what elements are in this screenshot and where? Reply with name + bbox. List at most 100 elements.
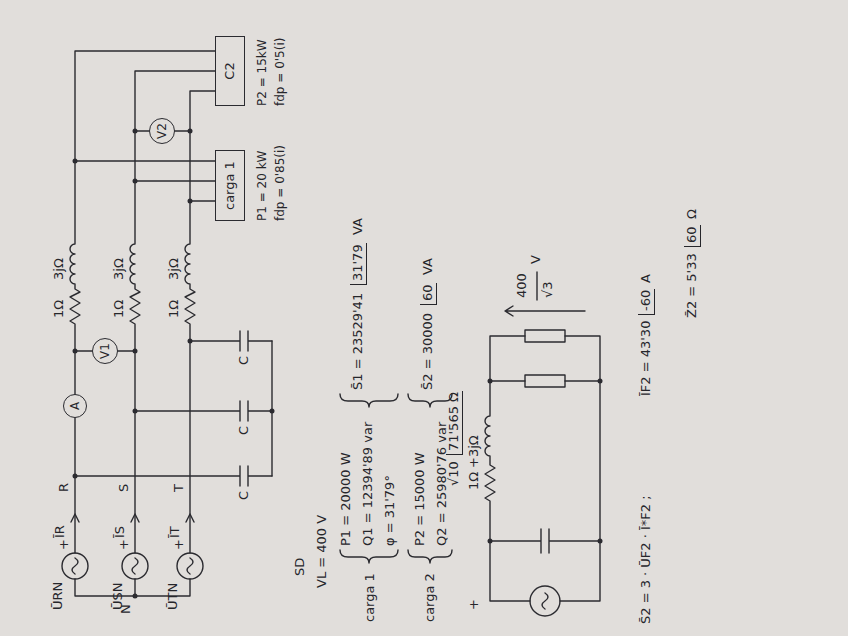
load-rating: fdp = 0'5(i)	[271, 36, 289, 106]
equivalent-circuit	[505, 306, 585, 316]
load-box: C2P2 = 15kWfdp = 0'5(i)	[215, 36, 289, 106]
meter-label: A	[68, 402, 82, 410]
handwritten-note: SD	[292, 558, 308, 576]
handwritten-note: +	[466, 599, 482, 610]
equivalent-circuit	[488, 379, 493, 384]
equivalent-circuit	[485, 336, 530, 601]
load-rating: fdp = 0'85(i)	[271, 145, 289, 221]
handwritten-note: ŪTN	[165, 583, 181, 610]
junction-dot	[133, 409, 138, 414]
junction-dot	[73, 474, 78, 479]
handwritten-note: N	[118, 604, 134, 614]
handwritten-note: VL = 400 V	[314, 515, 330, 588]
load-wire	[75, 161, 215, 201]
equivalent-circuit	[598, 379, 603, 384]
load-box: carga 1 P1 = 20 kWfdp = 0'85(i)	[215, 145, 289, 221]
handwritten-note: 3jΩ	[51, 258, 67, 280]
meter-symbol: V1	[92, 338, 118, 364]
current-arrow	[186, 514, 194, 522]
brace	[408, 550, 452, 563]
load-rating: P1 = 20 kW	[253, 145, 271, 221]
junction-dot	[188, 339, 193, 344]
handwritten-note: ĪS	[112, 526, 128, 538]
handwritten-note: 400	[514, 273, 530, 298]
phase-wire	[70, 51, 215, 553]
junction-dot	[73, 159, 78, 164]
capacitor-symbol	[75, 331, 272, 486]
equivalent-circuit	[485, 272, 603, 616]
handwritten-note: P1 = 20000 W	[338, 452, 354, 546]
handwritten-note: √10	[446, 461, 462, 486]
load-name: carga 1	[215, 150, 245, 221]
current-arrow	[71, 514, 79, 522]
junction-dot	[188, 199, 193, 204]
capacitor-symbol	[190, 331, 272, 351]
load-name: C2	[215, 36, 245, 106]
phase-angle: 60	[684, 225, 701, 247]
handwritten-note: T	[171, 484, 187, 492]
capacitor-symbol	[75, 466, 272, 486]
equivalent-circuit	[530, 586, 560, 616]
equivalent-circuit	[490, 380, 600, 381]
handwritten-note: S̄2 = 3 · ŪF2 · Ī*F2 ;	[638, 495, 654, 624]
handwritten-note: +	[171, 539, 187, 550]
handwritten-note: S̄2 = 30000	[420, 313, 436, 390]
handwritten-note: 1Ω	[466, 472, 482, 490]
junction-dot	[188, 129, 193, 134]
junction-dot	[270, 409, 275, 414]
source-symbol	[62, 553, 88, 579]
equivalent-circuit	[488, 539, 493, 544]
handwritten-note: Ω	[684, 209, 700, 219]
handwritten-note: +	[116, 539, 132, 550]
handwritten-note: Q1 = 12394'89 var	[360, 422, 376, 546]
junction-dot	[133, 129, 138, 134]
handwritten-note: S	[116, 484, 132, 492]
phase-angle: 31'79	[350, 243, 367, 285]
current-arrow	[131, 514, 139, 522]
junction-dot	[73, 129, 275, 599]
source-symbol	[187, 558, 193, 574]
equivalent-circuit	[525, 330, 565, 342]
phase-angle: -60	[638, 289, 655, 315]
handwritten-note: √3	[540, 281, 556, 298]
meter-label: V2	[155, 123, 169, 139]
handwritten-note: ŪRN	[50, 582, 66, 610]
handwritten-note: C	[236, 426, 252, 435]
handwritten-note: ĪR	[52, 525, 68, 538]
source-symbol	[177, 553, 203, 579]
source-symbol	[72, 558, 78, 574]
handwritten-note: +3jΩ	[466, 435, 482, 468]
phase-angle: 71'565 Ω	[446, 391, 463, 455]
source-symbol	[122, 553, 148, 579]
brace	[340, 394, 452, 563]
source-symbol	[62, 553, 203, 579]
handwritten-note: carga 2	[422, 573, 438, 622]
phase-wire	[185, 91, 215, 553]
brace	[340, 394, 398, 407]
equivalent-circuit	[560, 336, 600, 601]
junction-dot	[133, 179, 138, 184]
brace	[340, 550, 398, 563]
equivalent-circuit	[536, 272, 537, 300]
handwritten-note: φ = 31'79°	[382, 475, 398, 546]
handwritten-note: C	[236, 491, 252, 500]
handwritten-note: 3jΩ	[111, 258, 127, 280]
equivalent-circuit	[490, 529, 600, 553]
handwritten-note: P2 = 15000 W	[412, 452, 428, 546]
equivalent-circuit	[598, 539, 603, 544]
source-symbol	[132, 558, 138, 574]
handwritten-note: 1Ω	[111, 300, 127, 318]
equivalent-circuit	[542, 593, 548, 609]
phase-wire	[70, 51, 215, 553]
load-wire	[75, 161, 215, 201]
handwritten-note: A	[638, 274, 654, 283]
equivalent-circuit	[525, 375, 565, 387]
handwritten-note: Z̄2 = 5'33	[684, 253, 700, 318]
handwritten-note: VA	[420, 258, 436, 275]
handwritten-note: ĪF2 = 43'30	[638, 321, 654, 396]
current-arrow	[71, 514, 194, 522]
junction-dot	[73, 349, 78, 354]
handwritten-note: 1Ω	[166, 300, 182, 318]
phase-angle: 60	[420, 283, 437, 305]
